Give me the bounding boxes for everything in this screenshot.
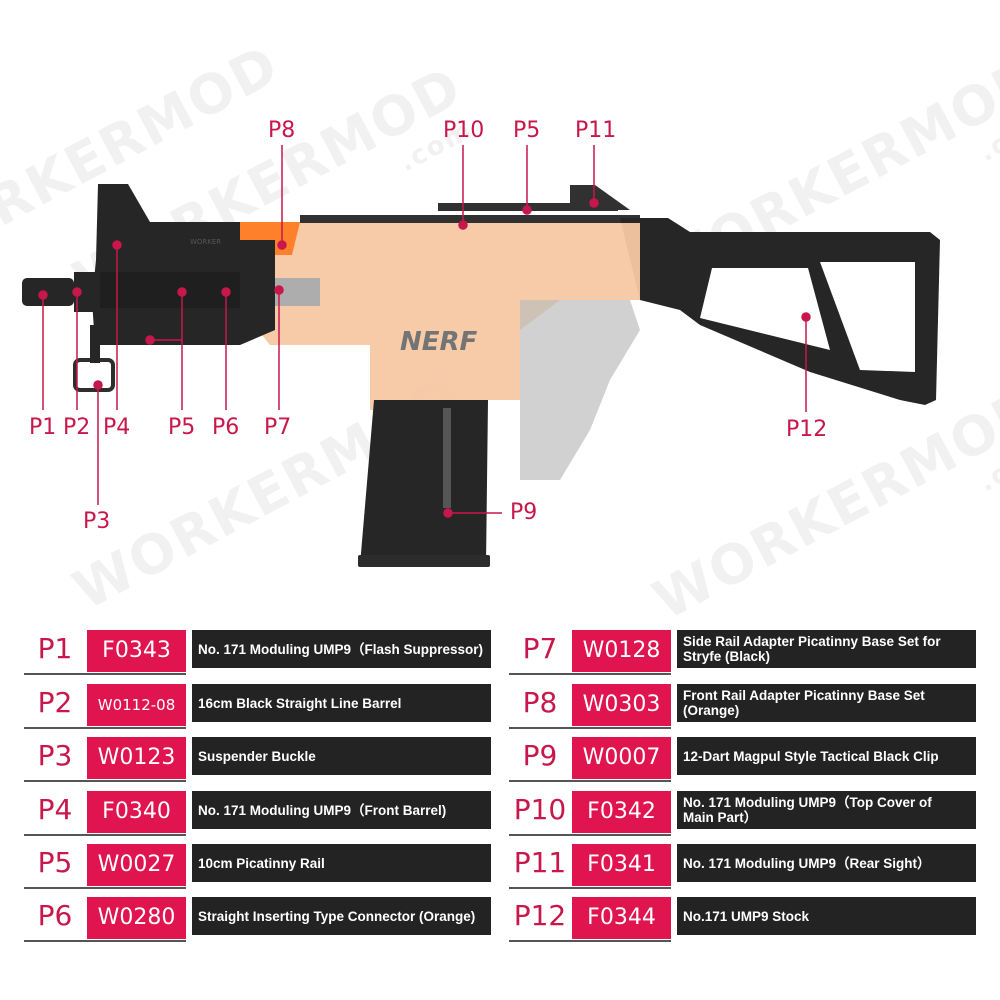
part-code: W0280	[87, 897, 186, 939]
part-number: P5	[37, 846, 73, 879]
part-code: F0342	[572, 791, 671, 833]
blaster-body-illustration: NERF	[240, 185, 640, 480]
part-number: P2	[37, 686, 73, 719]
part-number: P8	[522, 686, 558, 719]
part-number: P12	[513, 899, 567, 932]
callout-label-p5-top: P5	[513, 118, 541, 143]
row-divider	[24, 780, 186, 782]
row-divider	[509, 780, 671, 782]
part-code: W0303	[572, 684, 671, 726]
part-code: F0341	[572, 844, 671, 886]
part-code: W0112-08	[87, 684, 186, 726]
svg-text:WORKER: WORKER	[190, 238, 221, 246]
part-number: P10	[513, 793, 567, 826]
part-description: No.171 UMP9 Stock	[677, 897, 976, 935]
row-divider	[509, 673, 671, 675]
part-description: Front Rail Adapter Picatinny Base Set (O…	[677, 684, 976, 722]
callout-lines	[38, 145, 811, 518]
callout-label-p8: P8	[268, 118, 296, 143]
part-description: No. 171 Moduling UMP9（Flash Suppressor)	[192, 630, 491, 668]
callout-label-p3: P3	[83, 509, 111, 534]
part-code: F0343	[87, 630, 186, 672]
part-description: 10cm Picatinny Rail	[192, 844, 491, 882]
part-description: Side Rail Adapter Picatinny Base Set for…	[677, 630, 976, 668]
callout-label-p12: P12	[786, 417, 828, 442]
row-divider	[24, 727, 186, 729]
part-number: P7	[522, 632, 558, 665]
part-code: W0123	[87, 737, 186, 779]
magazine-illustration	[358, 400, 490, 567]
callout-label-p9: P9	[510, 500, 538, 525]
stock-illustration	[620, 218, 940, 405]
row-divider	[509, 834, 671, 836]
part-description: No. 171 Moduling UMP9（Rear Sight）	[677, 844, 976, 882]
row-divider	[24, 940, 186, 942]
row-divider	[509, 940, 671, 942]
callout-label-p10: P10	[443, 118, 485, 143]
part-number: P1	[37, 632, 73, 665]
row-divider	[24, 887, 186, 889]
front-barrel-illustration: WORKER	[22, 184, 275, 392]
callout-label-p4: P4	[103, 415, 131, 440]
part-description: Suspender Buckle	[192, 737, 491, 775]
callout-label-p1: P1	[29, 415, 57, 440]
callout-label-p2: P2	[63, 415, 91, 440]
callout-label-p11: P11	[575, 118, 617, 143]
part-description: Straight Inserting Type Connector (Orang…	[192, 897, 491, 935]
part-description: 12-Dart Magpul Style Tactical Black Clip	[677, 737, 976, 775]
row-divider	[24, 834, 186, 836]
row-divider	[24, 673, 186, 675]
svg-text:NERF: NERF	[400, 327, 478, 357]
part-number: P6	[37, 899, 73, 932]
part-description: No. 171 Moduling UMP9（Front Barrel)	[192, 791, 491, 829]
callout-label-p5: P5	[168, 415, 196, 440]
callout-label-p6: P6	[212, 415, 240, 440]
part-code: F0340	[87, 791, 186, 833]
part-number: P4	[37, 793, 73, 826]
part-number: P3	[37, 739, 73, 772]
blaster-product-image: NERF WORKER	[22, 145, 940, 567]
callout-label-p7: P7	[264, 415, 292, 440]
row-divider	[509, 887, 671, 889]
row-divider	[509, 727, 671, 729]
part-number: P9	[522, 739, 558, 772]
part-description: No. 171 Moduling UMP9（Top Cover of Main …	[677, 791, 976, 829]
part-description: 16cm Black Straight Line Barrel	[192, 684, 491, 722]
part-code: F0344	[572, 897, 671, 939]
part-code: W0007	[572, 737, 671, 779]
part-number: P11	[513, 846, 567, 879]
part-code: W0027	[87, 844, 186, 886]
part-code: W0128	[572, 630, 671, 672]
